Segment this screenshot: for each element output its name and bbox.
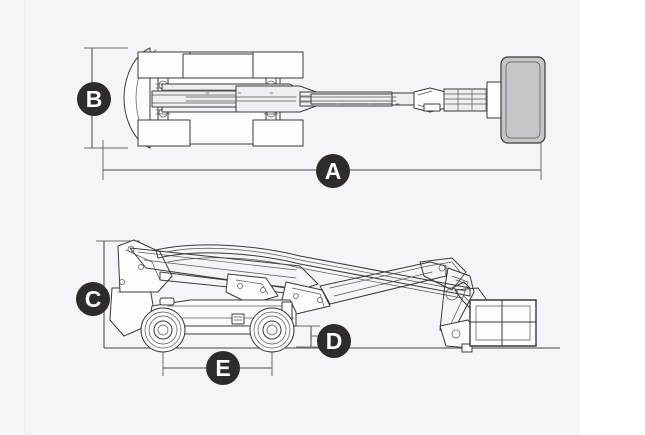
wheel-front — [140, 307, 186, 353]
deck-hatch — [159, 297, 175, 306]
engine-deck — [182, 53, 254, 79]
tire-rear-right — [252, 119, 304, 147]
upper-boom-knuckle — [281, 281, 331, 315]
control-box — [231, 313, 245, 325]
tire-front-right — [252, 51, 304, 79]
work-platform — [500, 56, 546, 144]
left-rule-divider — [24, 0, 25, 435]
callout-badge-c[interactable]: C — [76, 282, 110, 316]
work-platform-side — [469, 299, 537, 347]
platform-rotator — [486, 81, 502, 119]
boom-fly-section — [391, 92, 415, 106]
callout-badge-b[interactable]: B — [77, 82, 111, 116]
side-view-group — [96, 239, 560, 376]
callout-badge-a[interactable]: A — [316, 154, 350, 188]
callout-badge-d[interactable]: D — [317, 324, 351, 358]
top-view-group — [84, 47, 546, 180]
tire-front-left — [137, 51, 191, 79]
tire-rear-left — [137, 119, 191, 147]
knuckle-bracket — [423, 103, 441, 112]
upper-boom-stack — [155, 244, 471, 297]
wheel-rear — [249, 307, 295, 353]
extended-boom-upper — [319, 261, 447, 305]
callout-badge-e[interactable]: E — [206, 351, 240, 385]
platform-pivot — [461, 343, 473, 353]
